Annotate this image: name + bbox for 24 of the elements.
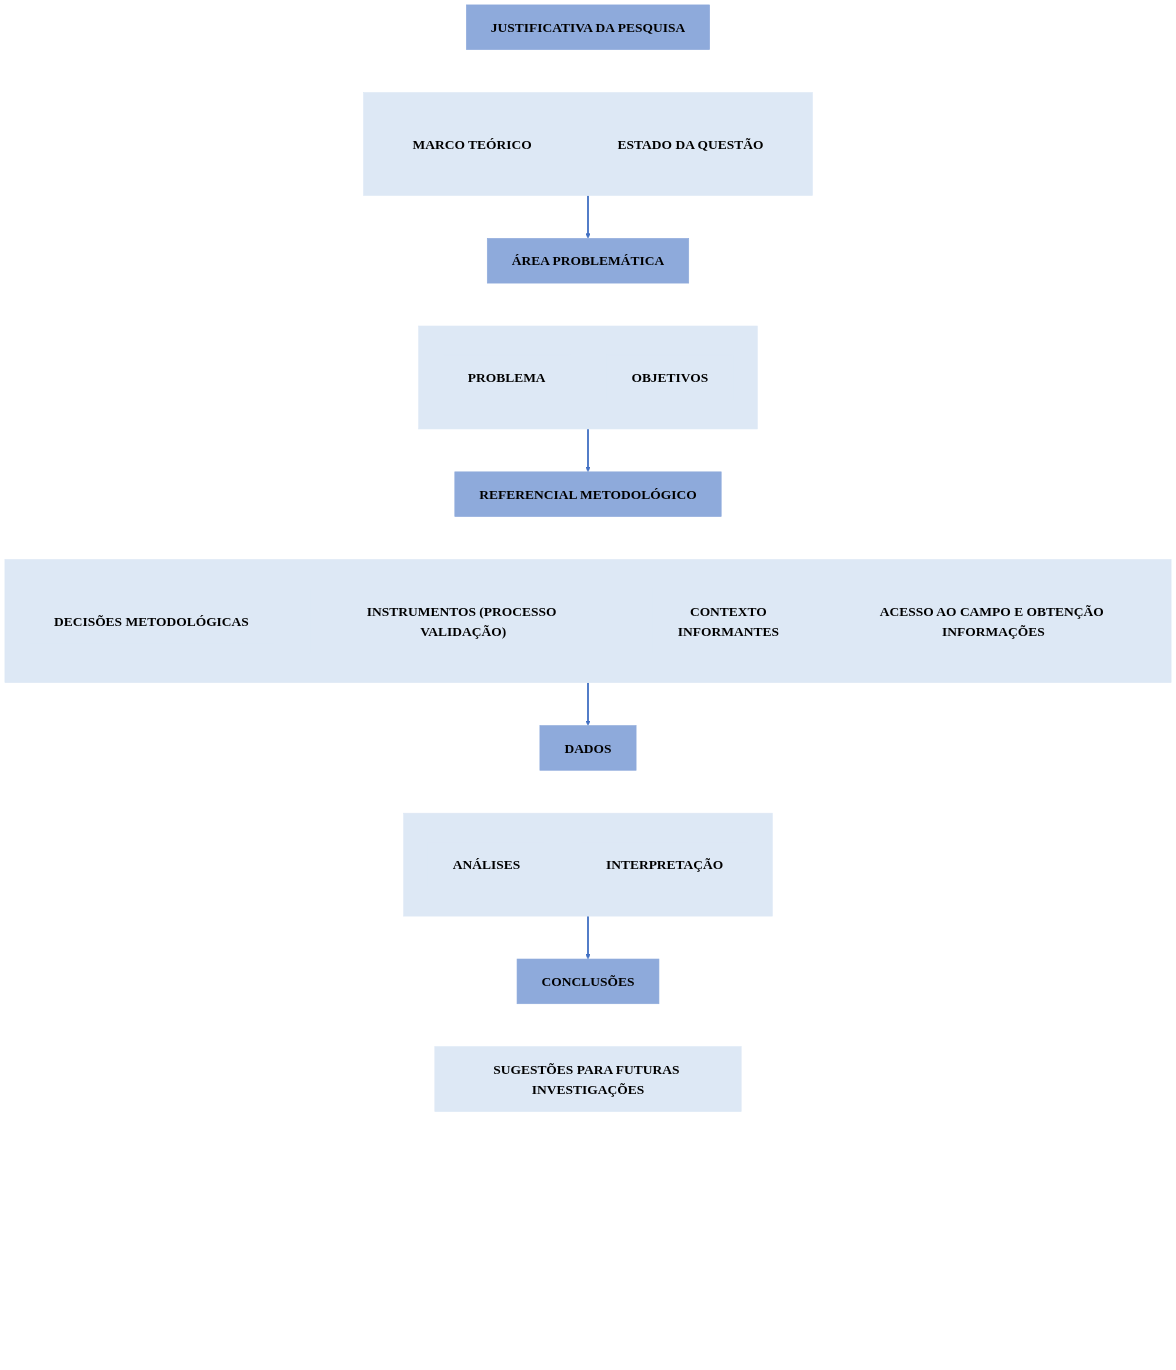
node-box: ÁREA PROBLEMÁTICA <box>486 238 690 284</box>
node-box: DADOS <box>539 725 637 771</box>
node-text: ACESSO AO CAMPO E OBTENÇÃO INFORMAÇÕES <box>879 603 1104 639</box>
node-box: CONCLUSÕES <box>516 958 660 1005</box>
cluster <box>4 559 1172 683</box>
arrow <box>585 681 591 726</box>
node-text: MARCO TEÓRICO <box>412 136 532 152</box>
node-box: JUSTIFICATIVA DA PESQUISA <box>466 4 710 50</box>
cluster <box>403 812 773 917</box>
node-box: REFERENCIAL METODOLÓGICO <box>454 471 722 517</box>
arrow <box>585 428 591 473</box>
node-text: ESTADO DA QUESTÃO <box>617 136 764 152</box>
node-text: PROBLEMA <box>467 369 546 386</box>
node-text: INTERPRETAÇÃO <box>605 856 724 873</box>
node-text: CONTEXTO INFORMANTES <box>677 603 779 639</box>
arrow <box>585 915 591 960</box>
cluster <box>418 325 758 430</box>
node-text: DECISÕES METODOLÓGICAS <box>53 613 249 629</box>
arrow <box>585 194 591 239</box>
node-box: SUGESTÕES PARA FUTURAS INVESTIGAÇÕES <box>434 1046 742 1112</box>
node-text: ANÁLISES <box>452 856 521 873</box>
node-text: INSTRUMENTOS (PROCESSO VALIDAÇÃO) <box>366 603 557 639</box>
cluster <box>363 92 813 196</box>
node-text: OBJETIVOS <box>631 369 709 386</box>
